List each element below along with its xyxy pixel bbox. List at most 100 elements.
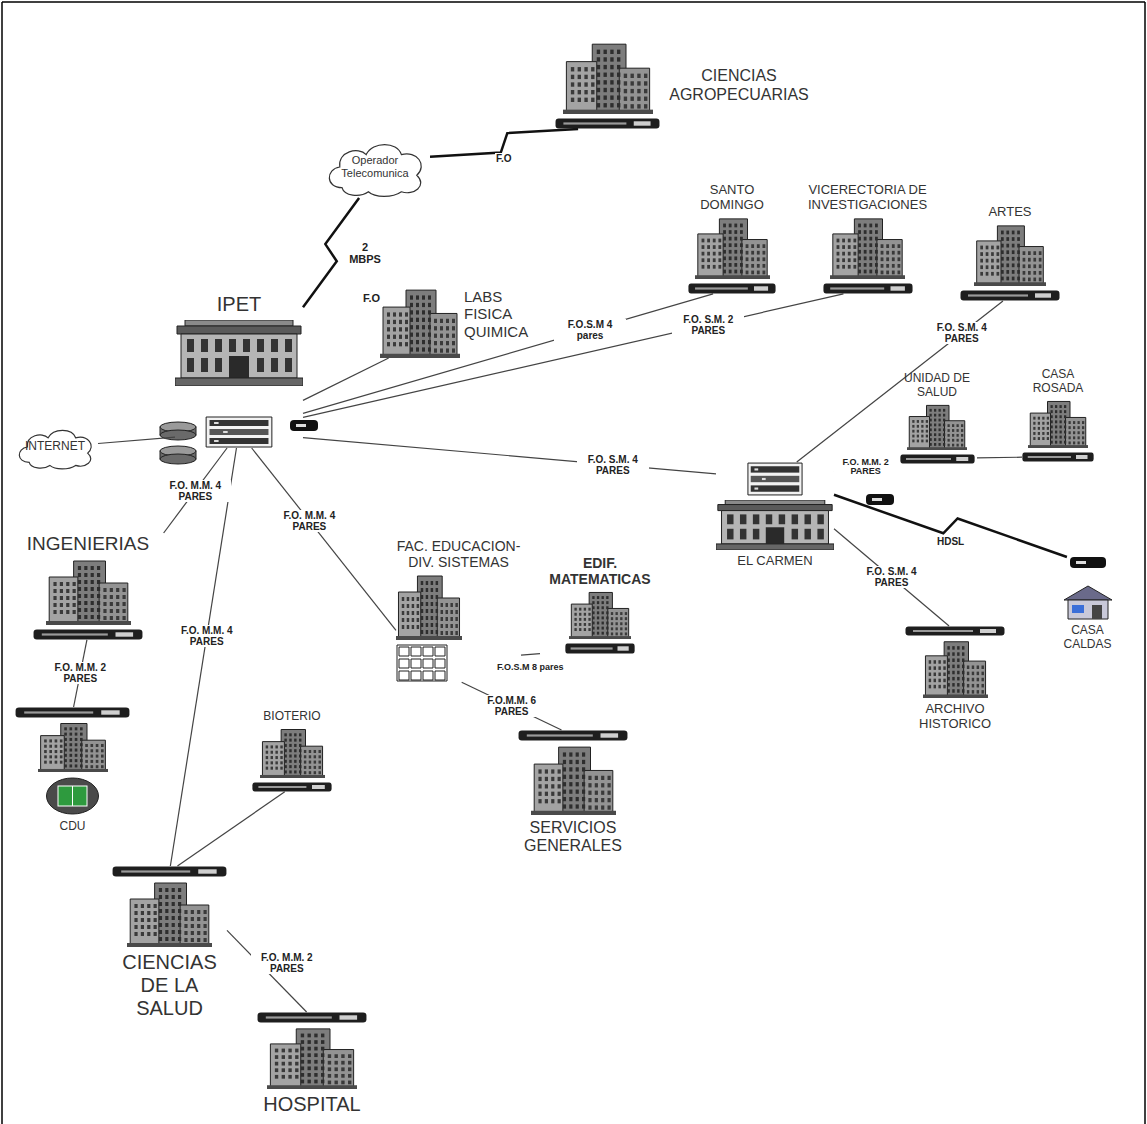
icon-shape — [1055, 435, 1057, 438]
icon-shape — [210, 420, 269, 426]
link-label: F.O.S.M 4 pares — [554, 319, 626, 341]
icon-shape — [452, 334, 455, 338]
icon-shape — [436, 581, 438, 585]
icon-shape — [603, 65, 606, 69]
icon-shape — [85, 765, 88, 768]
icon-shape — [1039, 258, 1042, 262]
icon-shape — [95, 749, 98, 752]
icon-shape — [751, 476, 800, 482]
icon-shape — [97, 608, 100, 612]
icon-shape — [308, 1053, 311, 1057]
rack-icon — [205, 416, 273, 448]
icon-stack — [518, 730, 628, 815]
icon-shape — [948, 438, 950, 441]
icon-shape — [393, 335, 396, 339]
icon-shape — [402, 597, 404, 601]
icon-shape — [584, 608, 586, 611]
icon-shape — [617, 80, 620, 84]
icon-shape — [938, 660, 940, 664]
icon-shape — [69, 727, 72, 730]
icon-shape — [1042, 416, 1044, 419]
icon-shape — [1012, 257, 1015, 261]
icon-shape — [74, 749, 77, 752]
cloud-node: Operador Telecomunica — [320, 136, 430, 198]
icon-shape — [930, 423, 932, 426]
icon-shape — [957, 658, 959, 662]
icon-shape — [848, 258, 851, 262]
icon-shape — [591, 90, 594, 94]
icon-shape — [842, 245, 845, 249]
icon-shape — [837, 252, 840, 256]
icon-shape — [396, 574, 462, 640]
icon-shape — [943, 438, 945, 441]
icon-shape — [455, 631, 457, 635]
icon-shape — [577, 90, 580, 94]
icon-shape — [597, 627, 599, 630]
link-label: F.O. S.M. 4 PARES — [856, 566, 928, 588]
icon-shape — [191, 924, 194, 928]
icon-shape — [436, 630, 438, 634]
icon-shape — [1017, 237, 1020, 241]
icon-shape — [588, 776, 591, 780]
icon-shape — [592, 596, 594, 599]
switch-icon — [555, 118, 660, 129]
icon-shape — [864, 250, 867, 254]
icon-shape — [1060, 430, 1062, 433]
icon-shape — [830, 217, 905, 279]
icon-shape — [591, 67, 594, 71]
icon-shape — [1028, 456, 1071, 458]
icon-shape — [611, 617, 613, 620]
icon-shape — [201, 358, 208, 372]
icon-shape — [551, 784, 554, 788]
icon-shape — [204, 938, 207, 942]
icon-shape — [597, 612, 599, 615]
icon-shape — [1069, 431, 1071, 434]
icon-stack — [1062, 557, 1114, 620]
icon-shape — [187, 358, 194, 372]
icon-shape — [907, 404, 967, 450]
icon-shape — [756, 251, 759, 255]
icon-shape — [620, 617, 622, 620]
icon-shape — [930, 413, 932, 416]
main-building-icon — [716, 500, 834, 550]
icon-shape — [620, 628, 622, 631]
icon-shape — [722, 511, 829, 544]
icon-shape — [257, 339, 264, 352]
icon-shape — [963, 661, 985, 696]
icon-shape — [154, 932, 157, 936]
icon-shape — [606, 617, 608, 620]
icon-shape — [1047, 421, 1049, 424]
building-icon — [830, 217, 905, 279]
icon-shape — [934, 433, 936, 436]
icon-shape — [617, 88, 620, 92]
icon-shape — [270, 761, 272, 764]
icon-shape — [175, 320, 303, 386]
icon-shape — [410, 347, 413, 351]
icon-shape — [745, 244, 748, 248]
icon-shape — [421, 595, 423, 599]
icon-shape — [416, 333, 419, 337]
icon-shape — [1082, 431, 1084, 434]
icon-shape — [421, 588, 423, 592]
icon-shape — [756, 270, 759, 274]
icon-shape — [294, 738, 296, 741]
icon-shape — [734, 256, 737, 260]
icon-shape — [986, 272, 989, 276]
icon-shape — [431, 595, 433, 599]
icon-shape — [33, 629, 143, 640]
icon-shape — [1060, 425, 1062, 428]
icon-shape — [575, 782, 578, 786]
icon-shape — [962, 677, 964, 681]
icon-shape — [607, 791, 610, 795]
icon-shape — [440, 334, 443, 338]
icon-shape — [582, 797, 585, 801]
icon-shape — [596, 95, 599, 99]
icon-shape — [966, 672, 968, 676]
icon-shape — [308, 1034, 311, 1038]
icon-shape — [594, 791, 597, 795]
icon-shape — [592, 617, 594, 620]
icon-shape — [728, 223, 731, 227]
icon-shape — [101, 760, 104, 763]
icon-shape — [728, 256, 731, 260]
icon-shape — [90, 608, 93, 612]
